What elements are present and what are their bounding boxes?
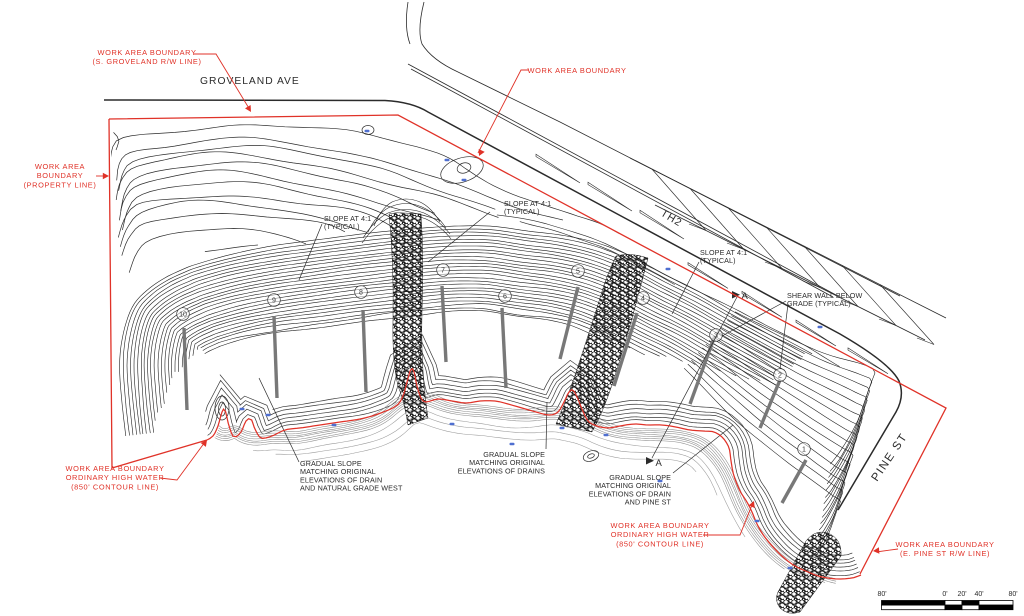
svg-text:9: 9	[272, 298, 276, 305]
svg-text:4: 4	[641, 296, 645, 303]
svg-text:(TYPICAL): (TYPICAL)	[504, 207, 540, 216]
svg-text:AND NATURAL GRADE WEST: AND NATURAL GRADE WEST	[300, 484, 403, 493]
svg-text:0': 0'	[942, 591, 947, 598]
svg-text:GROVELAND AVE: GROVELAND AVE	[200, 76, 300, 87]
svg-text:BOUNDARY: BOUNDARY	[37, 171, 84, 180]
svg-text:20': 20'	[957, 591, 966, 598]
svg-text:GRADUAL SLOPE: GRADUAL SLOPE	[609, 473, 671, 482]
svg-text:1: 1	[802, 447, 806, 454]
svg-text:A: A	[656, 458, 663, 469]
svg-text:WORK AREA BOUNDARY: WORK AREA BOUNDARY	[98, 48, 197, 57]
svg-text:AND PINE ST: AND PINE ST	[625, 498, 672, 507]
svg-text:SLOPE AT 4:1: SLOPE AT 4:1	[324, 214, 371, 223]
svg-text:40': 40'	[974, 591, 983, 598]
svg-text:ORDINARY HIGH WATER: ORDINARY HIGH WATER	[66, 473, 165, 482]
svg-text:GRADUAL SLOPE: GRADUAL SLOPE	[483, 450, 545, 459]
svg-text:MATCHING ORIGINAL: MATCHING ORIGINAL	[469, 458, 545, 467]
svg-text:MATCHING ORIGINAL: MATCHING ORIGINAL	[300, 467, 376, 476]
svg-text:(850' CONTOUR LINE): (850' CONTOUR LINE)	[616, 539, 704, 548]
svg-text:WORK AREA: WORK AREA	[35, 162, 85, 171]
svg-text:(PROPERTY LINE): (PROPERTY LINE)	[24, 180, 97, 189]
svg-text:(850' CONTOUR LINE): (850' CONTOUR LINE)	[71, 482, 159, 491]
svg-text:(S. GROVELAND R/W LINE): (S. GROVELAND R/W LINE)	[92, 57, 201, 66]
svg-text:ELEVATIONS OF DRAIN: ELEVATIONS OF DRAIN	[300, 475, 382, 484]
svg-text:ELEVATIONS OF DRAIN: ELEVATIONS OF DRAIN	[589, 489, 671, 498]
svg-text:ELEVATIONS OF DRAINS: ELEVATIONS OF DRAINS	[458, 466, 545, 475]
svg-text:WORK AREA BOUNDARY: WORK AREA BOUNDARY	[896, 540, 995, 549]
svg-text:ORDINARY HIGH WATER: ORDINARY HIGH WATER	[611, 530, 710, 539]
svg-text:SHEAR WALL BELOW: SHEAR WALL BELOW	[787, 291, 862, 300]
svg-text:2: 2	[778, 373, 782, 380]
svg-text:GRADE (TYPICAL): GRADE (TYPICAL)	[787, 299, 851, 308]
svg-text:5: 5	[576, 269, 580, 276]
svg-text:A: A	[742, 291, 749, 302]
svg-text:WORK AREA BOUNDARY: WORK AREA BOUNDARY	[611, 521, 710, 530]
svg-text:(TYPICAL): (TYPICAL)	[324, 222, 360, 231]
svg-text:(E. PINE ST R/W LINE): (E. PINE ST R/W LINE)	[900, 549, 990, 558]
svg-text:WORK AREA BOUNDARY: WORK AREA BOUNDARY	[66, 464, 165, 473]
svg-text:7: 7	[441, 268, 445, 275]
svg-text:(TYPICAL): (TYPICAL)	[700, 256, 736, 265]
svg-text:WORK AREA BOUNDARY: WORK AREA BOUNDARY	[528, 66, 627, 75]
svg-text:80': 80'	[877, 591, 886, 598]
svg-text:6: 6	[503, 294, 507, 301]
svg-text:MATCHING ORIGINAL: MATCHING ORIGINAL	[595, 481, 671, 490]
svg-text:SLOPE AT 4:1: SLOPE AT 4:1	[504, 199, 551, 208]
svg-text:80': 80'	[1008, 591, 1017, 598]
svg-text:SLOPE AT 4:1: SLOPE AT 4:1	[700, 248, 747, 257]
svg-text:10: 10	[179, 312, 187, 319]
svg-text:GRADUAL SLOPE: GRADUAL SLOPE	[300, 459, 362, 468]
svg-text:8: 8	[359, 290, 363, 297]
